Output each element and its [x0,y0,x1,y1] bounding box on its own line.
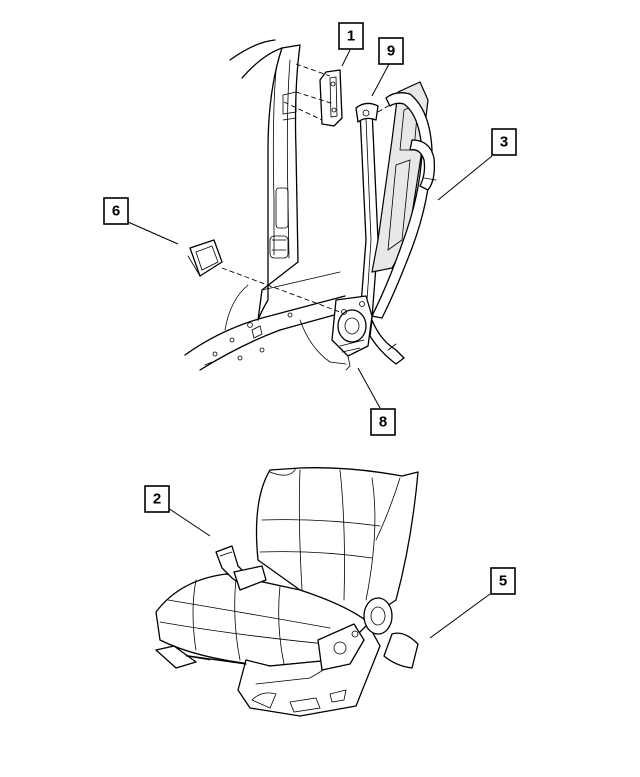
callout-5: 5 [490,567,516,595]
callout-leader-lines [127,49,493,639]
callout-1-label: 1 [347,28,355,45]
part-6-retainer-clip [187,239,341,313]
callout-2-label: 2 [153,491,161,508]
callout-5-label: 5 [499,573,507,590]
callout-6-label: 6 [112,203,120,220]
seat-assembly-illustration [155,467,419,717]
callout-9-label: 9 [387,43,395,60]
callout-9: 9 [378,37,404,65]
part-8-belt-retractor [331,295,405,371]
part-1-height-adjuster [283,63,343,127]
callout-1: 1 [338,22,364,50]
callout-3-label: 3 [500,134,508,151]
b-pillar-body-illustration [184,39,347,371]
callout-8: 8 [370,408,396,436]
part-3-pillar-trim-and-upper-belt [371,81,437,319]
callout-3: 3 [491,128,517,156]
callout-6: 6 [103,197,129,225]
callout-8-label: 8 [379,414,387,431]
callout-2: 2 [144,485,170,513]
